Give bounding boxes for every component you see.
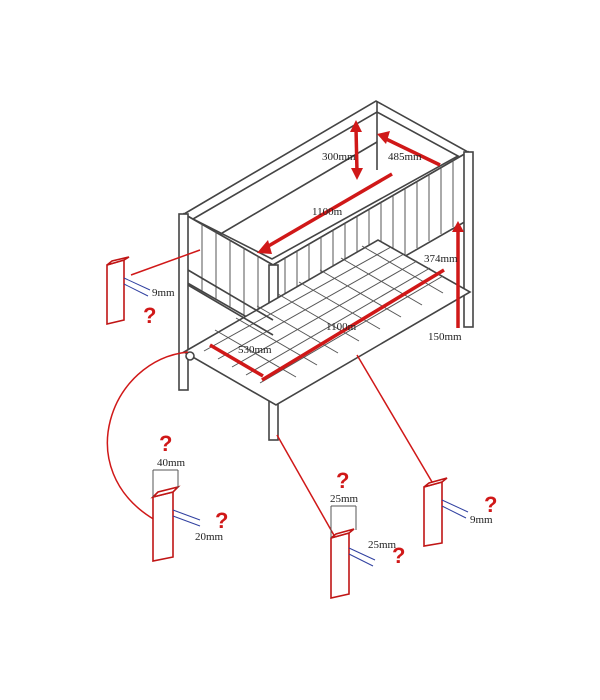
detail-post-b: 40mm ? 20mm ? [150, 431, 228, 562]
post-b-width: 40mm [157, 457, 186, 469]
dim-length-top: 1100m [312, 206, 343, 218]
dim-length-shelf: 1100m [326, 321, 357, 333]
post-c-question-top: ? [336, 468, 349, 493]
inner-opening [191, 111, 460, 260]
joint-marker [185, 351, 195, 361]
dim-leg-height: 150mm [428, 331, 462, 343]
post-c-width: 25mm [330, 493, 359, 505]
post-c-depth: 25mm [368, 539, 397, 551]
detail-post-c: 25mm ? 25mm ? [330, 468, 405, 599]
post-b-question-side: ? [215, 508, 228, 533]
post-a-thickness: 9mm [152, 287, 175, 299]
post-c-question-side: ? [392, 543, 405, 568]
leg-left-front [178, 213, 189, 391]
leg-right-front [463, 151, 474, 328]
detail-post-a: 9mm ? [106, 256, 175, 328]
post-d-thickness: 9mm [470, 514, 493, 526]
dim-depth-top: 485mm [388, 151, 422, 163]
dim-height-top: 300mm [322, 151, 356, 163]
post-a-question: ? [143, 303, 156, 328]
post-b-depth: 20mm [195, 531, 224, 543]
dim-width-shelf: 530mm [238, 344, 272, 356]
frame-structure [178, 100, 474, 441]
detail-post-d: 9mm ? [423, 477, 497, 547]
post-b-question-top: ? [159, 431, 172, 456]
shelf-slats [203, 245, 444, 384]
post-d-question: ? [484, 492, 497, 517]
dimension-arrows [209, 120, 464, 382]
dim-height-side: 374mm [424, 253, 458, 265]
callout-leaders [106, 249, 436, 538]
